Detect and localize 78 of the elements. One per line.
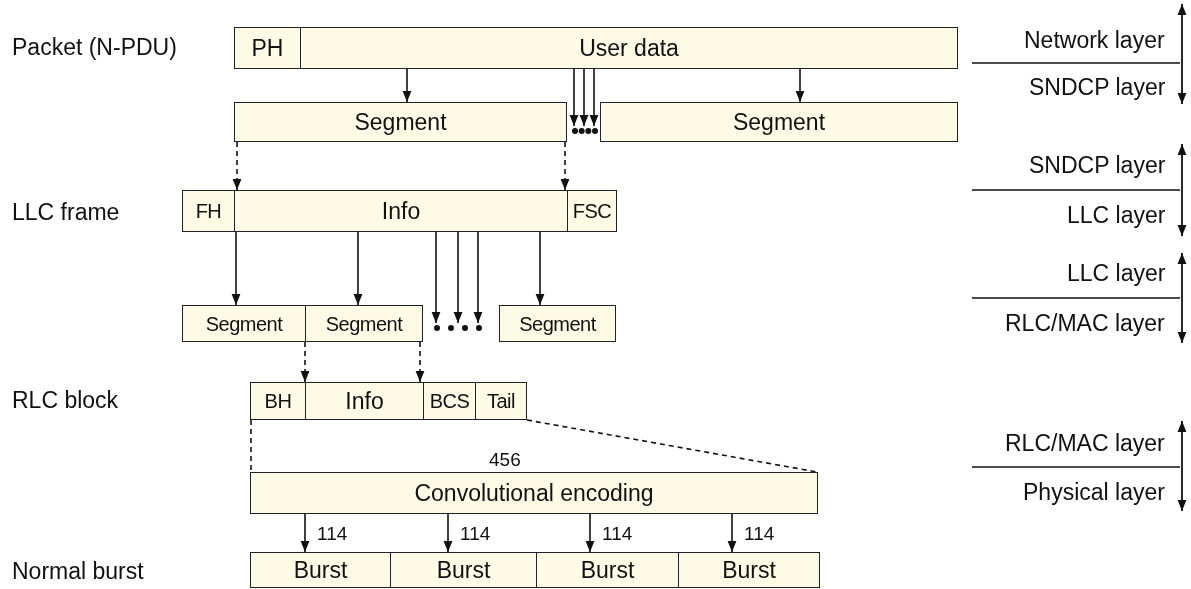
field-box — [305, 305, 423, 342]
layer-label: SNDCP layer — [1029, 76, 1166, 99]
field-box — [600, 102, 958, 142]
field-box — [305, 382, 424, 420]
field-label: BH — [264, 391, 292, 411]
field-label: Convolutional encoding — [414, 481, 654, 505]
arrow — [560, 141, 570, 191]
field-box — [250, 472, 818, 514]
arrow — [727, 513, 737, 553]
field-label: Segment — [325, 313, 403, 334]
field-label: Burst — [436, 558, 491, 582]
row-label: LLC frame — [12, 201, 120, 224]
layer-label: Network layer — [1024, 29, 1165, 52]
arrow — [415, 341, 425, 383]
expansion-line — [526, 419, 818, 473]
field-label: BCS — [429, 391, 470, 411]
field-box — [182, 305, 306, 342]
layer-label: LLC layer — [1067, 204, 1166, 227]
arrow — [231, 231, 241, 306]
edge-label: 114 — [316, 524, 349, 543]
field-box — [678, 552, 820, 588]
arrow — [443, 513, 453, 553]
edge-label: 114 — [459, 524, 492, 543]
field-label: Burst — [293, 558, 348, 582]
arrow — [402, 68, 412, 103]
field-box — [234, 27, 301, 69]
layer-label: RLC/MAC layer — [1005, 432, 1165, 455]
field-box — [234, 102, 567, 142]
arrow — [300, 341, 310, 383]
layer-label: SNDCP layer — [1029, 154, 1166, 177]
layer-label: LLC layer — [1067, 262, 1166, 285]
field-label: FSC — [572, 201, 612, 221]
arrow — [585, 513, 595, 553]
field-box — [475, 382, 527, 420]
field-label: Segment — [205, 313, 283, 334]
field-label: Segment — [519, 313, 596, 334]
bit-count-label: 456 — [488, 450, 522, 469]
row-label: Normal burst — [12, 560, 144, 583]
arrow — [535, 231, 545, 306]
field-box — [390, 552, 537, 588]
field-label: Burst — [722, 558, 776, 582]
field-box — [536, 552, 679, 588]
row-label: RLC block — [12, 389, 119, 412]
field-box — [423, 382, 476, 420]
edge-label: 114 — [743, 524, 776, 543]
field-label: Tail — [487, 391, 515, 411]
arrow — [431, 231, 441, 324]
field-box — [234, 190, 568, 232]
field-box — [250, 382, 306, 420]
field-box — [567, 190, 617, 232]
arrow — [300, 513, 310, 553]
field-label: Info — [345, 389, 384, 413]
field-label: FH — [195, 201, 222, 221]
ellipsis-icon — [434, 323, 482, 333]
field-box — [250, 552, 391, 588]
field-box — [182, 190, 235, 232]
arrow — [232, 141, 242, 191]
arrow — [589, 68, 599, 127]
expansion-line — [250, 419, 252, 473]
ellipsis-icon — [572, 126, 598, 136]
field-box — [499, 305, 616, 342]
field-label: Burst — [580, 558, 635, 582]
arrow — [579, 68, 589, 127]
field-label: PH — [251, 36, 284, 60]
arrow — [453, 231, 463, 324]
layer-label: Physical layer — [1023, 481, 1165, 504]
arrow — [569, 68, 579, 127]
layer-label: RLC/MAC layer — [1005, 312, 1165, 335]
arrow — [795, 68, 805, 103]
field-label: User data — [579, 36, 679, 60]
field-label: Info — [381, 199, 421, 223]
arrow — [353, 231, 363, 306]
field-label: Segment — [354, 110, 447, 134]
edge-label: 114 — [601, 524, 634, 543]
arrow — [473, 231, 483, 324]
row-label: Packet (N-PDU) — [12, 36, 177, 59]
field-label: Segment — [732, 110, 826, 134]
field-box — [300, 27, 958, 69]
